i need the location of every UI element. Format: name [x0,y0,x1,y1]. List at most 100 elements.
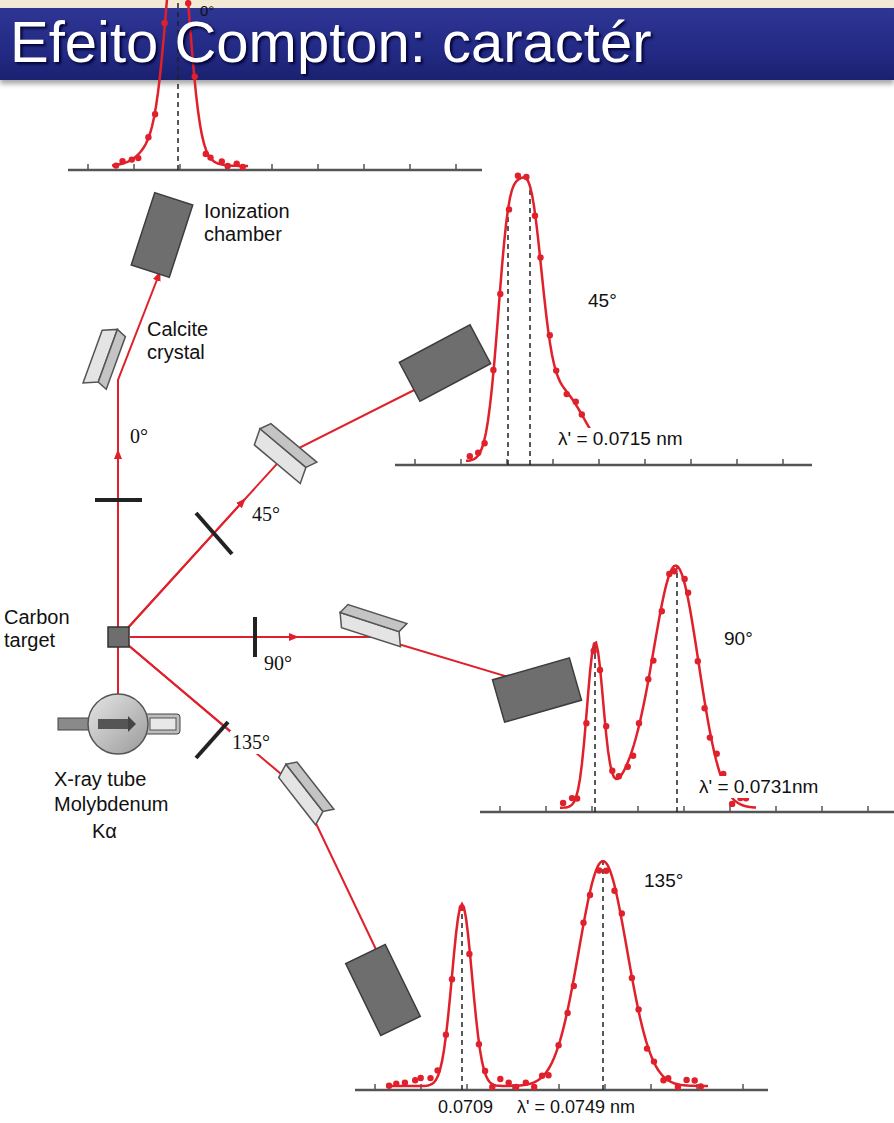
axis-tick [558,1084,560,1090]
angle-label: 135° [230,731,272,754]
data-point [443,1032,449,1038]
graph-axis [395,464,812,467]
part-name: Ionization chamber [202,200,324,246]
data-point [630,753,636,759]
data-point [531,1084,537,1090]
data-point [650,657,656,663]
data-point [475,450,481,456]
axis-tick [271,164,273,170]
part-name: Calcite crystal [145,318,244,364]
peak-marker [507,209,509,465]
data-point [701,705,707,711]
peak-marker [676,566,678,812]
data-point [603,723,609,729]
data-point [532,213,538,219]
calcite-crystal [275,758,335,825]
data-point [129,156,135,162]
data-point [402,1080,408,1086]
axis-tick [133,164,135,170]
axis-tick [317,164,319,170]
data-point [681,576,687,582]
data-point [644,1045,650,1051]
data-point [418,1075,424,1081]
axis-tick [782,459,784,465]
data-point [497,291,503,297]
angle-label: 45° [250,503,282,526]
data-point [629,975,635,981]
peak-marker [529,186,531,465]
data-point [459,905,465,911]
data-point [523,1080,529,1086]
wavelength-value: 0.0709 [436,1097,495,1118]
axis-tick [460,459,462,465]
data-point [555,1042,561,1048]
data-point [234,161,240,167]
ionization-chamber [131,193,193,278]
axis-tick [742,1084,744,1090]
data-point [113,162,119,168]
data-point [547,332,553,338]
data-point [537,254,543,260]
axis-tick [499,806,501,812]
slit [196,722,228,758]
data-point [386,1083,392,1089]
intensity-curve [466,177,602,460]
graph-angle: 90° [722,628,755,650]
data-point [729,801,735,807]
data-point [476,1041,482,1047]
data-point [393,1081,399,1087]
data-point [497,1076,503,1082]
data-point [580,920,586,926]
data-point [564,1010,570,1016]
data-point [695,658,701,664]
data-point [412,1077,418,1083]
data-point [515,173,521,179]
data-point [427,1075,433,1081]
part-name: Kα [90,820,119,843]
data-point [636,720,642,726]
data-point [619,910,625,916]
axis-tick [604,1084,606,1090]
data-point [545,1072,551,1078]
data-point [611,888,617,894]
slit [253,617,257,657]
data-point [707,734,713,740]
angle-label: 0° [128,425,150,448]
data-point [434,1067,440,1073]
axis-tick [591,806,593,812]
data-point [603,868,609,874]
intensity-curve [386,861,708,1086]
data-point [449,976,455,982]
data-point [145,134,151,140]
data-point [489,1084,495,1090]
intensity-curve [560,566,756,808]
data-point [651,1058,657,1064]
data-point [583,720,589,726]
data-point [490,367,496,373]
data-point [579,411,585,417]
part-name: X-ray tube [52,768,148,791]
data-point [625,764,631,770]
part-name: Carbon target [2,606,106,652]
data-point [659,608,665,614]
peak-marker [602,861,604,1090]
axis-tick [736,459,738,465]
calcite-crystal [83,325,127,391]
slide-title: Efeito Compton: caractér [10,9,652,76]
beam-45 [126,372,450,630]
ionization-chamber [399,325,490,401]
calcite-crystal [250,420,318,483]
data-point [573,399,579,405]
graph-axis [355,1089,768,1092]
data-point [564,391,570,397]
slit [95,498,142,502]
data-point [466,951,472,957]
peak-marker [461,904,463,1090]
ionization-chamber [346,944,421,1035]
axis-tick [87,164,89,170]
data-point [467,453,473,459]
peak-marker [594,642,596,812]
graph-axis [480,811,894,814]
axis-tick [545,806,547,812]
data-point [714,751,720,757]
